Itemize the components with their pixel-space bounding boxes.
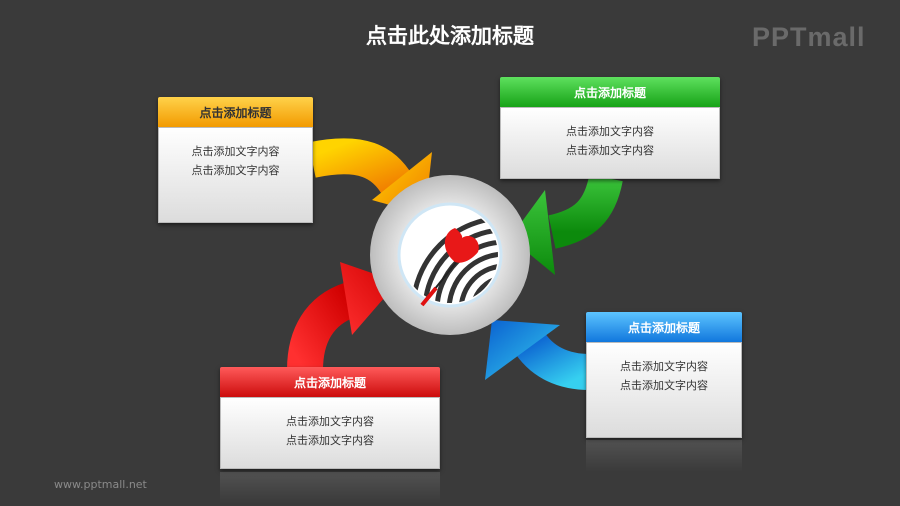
box-title[interactable]: 点击添加标题	[586, 312, 742, 342]
pptmall-logo: PPTmall	[752, 22, 866, 52]
footer-url: www.pptmall.net	[54, 478, 147, 491]
box-line: 点击添加文字内容	[286, 415, 374, 428]
box-content[interactable]: 点击添加文字内容 点击添加文字内容	[220, 397, 440, 469]
blue-title-box[interactable]: 点击添加标题 点击添加文字内容 点击添加文字内容	[586, 312, 742, 438]
dartboard-target-icon	[410, 215, 498, 307]
box-title[interactable]: 点击添加标题	[158, 97, 313, 127]
center-target	[370, 175, 530, 335]
box-line: 点击添加文字内容	[620, 360, 708, 373]
box-line: 点击添加文字内容	[286, 434, 374, 447]
box-line: 点击添加文字内容	[620, 379, 708, 392]
box-content[interactable]: 点击添加文字内容 点击添加文字内容	[586, 342, 742, 438]
box-content[interactable]: 点击添加文字内容 点击添加文字内容	[500, 107, 720, 179]
blue-arrow	[485, 320, 591, 390]
green-title-box[interactable]: 点击添加标题 点击添加文字内容 点击添加文字内容	[500, 77, 720, 179]
box-line: 点击添加文字内容	[566, 125, 654, 138]
orange-title-box[interactable]: 点击添加标题 点击添加文字内容 点击添加文字内容	[158, 97, 313, 223]
red-title-box[interactable]: 点击添加标题 点击添加文字内容 点击添加文字内容	[220, 367, 440, 469]
box-content[interactable]: 点击添加文字内容 点击添加文字内容	[158, 127, 313, 223]
box-title[interactable]: 点击添加标题	[500, 77, 720, 107]
box-line: 点击添加文字内容	[191, 164, 280, 177]
box-line: 点击添加文字内容	[566, 144, 654, 157]
blue-box-reflection	[586, 440, 742, 472]
box-title[interactable]: 点击添加标题	[220, 367, 440, 397]
red-box-reflection	[220, 472, 440, 504]
slide-title[interactable]: 点击此处添加标题	[366, 24, 534, 48]
green-arrow	[510, 174, 623, 275]
box-line: 点击添加文字内容	[191, 145, 280, 158]
